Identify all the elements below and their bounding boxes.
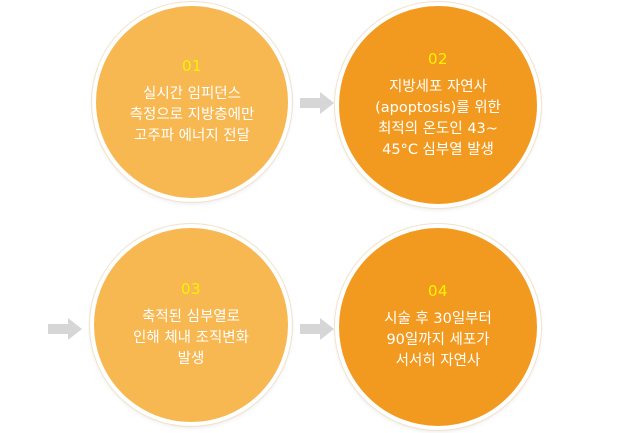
step-2-number: 02 — [427, 49, 449, 68]
step-2-text: 지방세포 자연사 (apoptosis)를 위한 최적의 온도인 43~ 45°… — [375, 78, 501, 158]
arrow-right-icon — [300, 318, 334, 340]
arrow-right-icon — [48, 318, 82, 340]
step-4-circle: 04 시술 후 30일부터 90일까지 세포가 서서히 자연사 — [335, 224, 541, 430]
step-3-text: 축적된 심부열로 인해 체내 조직변화 발생 — [133, 309, 249, 367]
step-2-circle: 02 지방세포 자연사 (apoptosis)를 위한 최적의 온도인 43~ … — [335, 2, 541, 208]
step-1-circle: 01 실시간 임피던스 측정으로 지방층에만 고주파 에너지 전달 — [92, 2, 292, 202]
step-1-text: 실시간 임피던스 측정으로 지방층에만 고주파 에너지 전달 — [129, 86, 255, 144]
arrow-right-icon — [300, 92, 334, 114]
step-1-number: 01 — [181, 57, 203, 75]
step-3-circle: 03 축적된 심부열로 인해 체내 조직변화 발생 — [90, 224, 292, 426]
step-3-number: 03 — [180, 280, 202, 298]
step-4-number: 04 — [427, 282, 449, 300]
step-4-text: 시술 후 30일부터 90일까지 세포가 서서히 자연사 — [384, 311, 492, 369]
